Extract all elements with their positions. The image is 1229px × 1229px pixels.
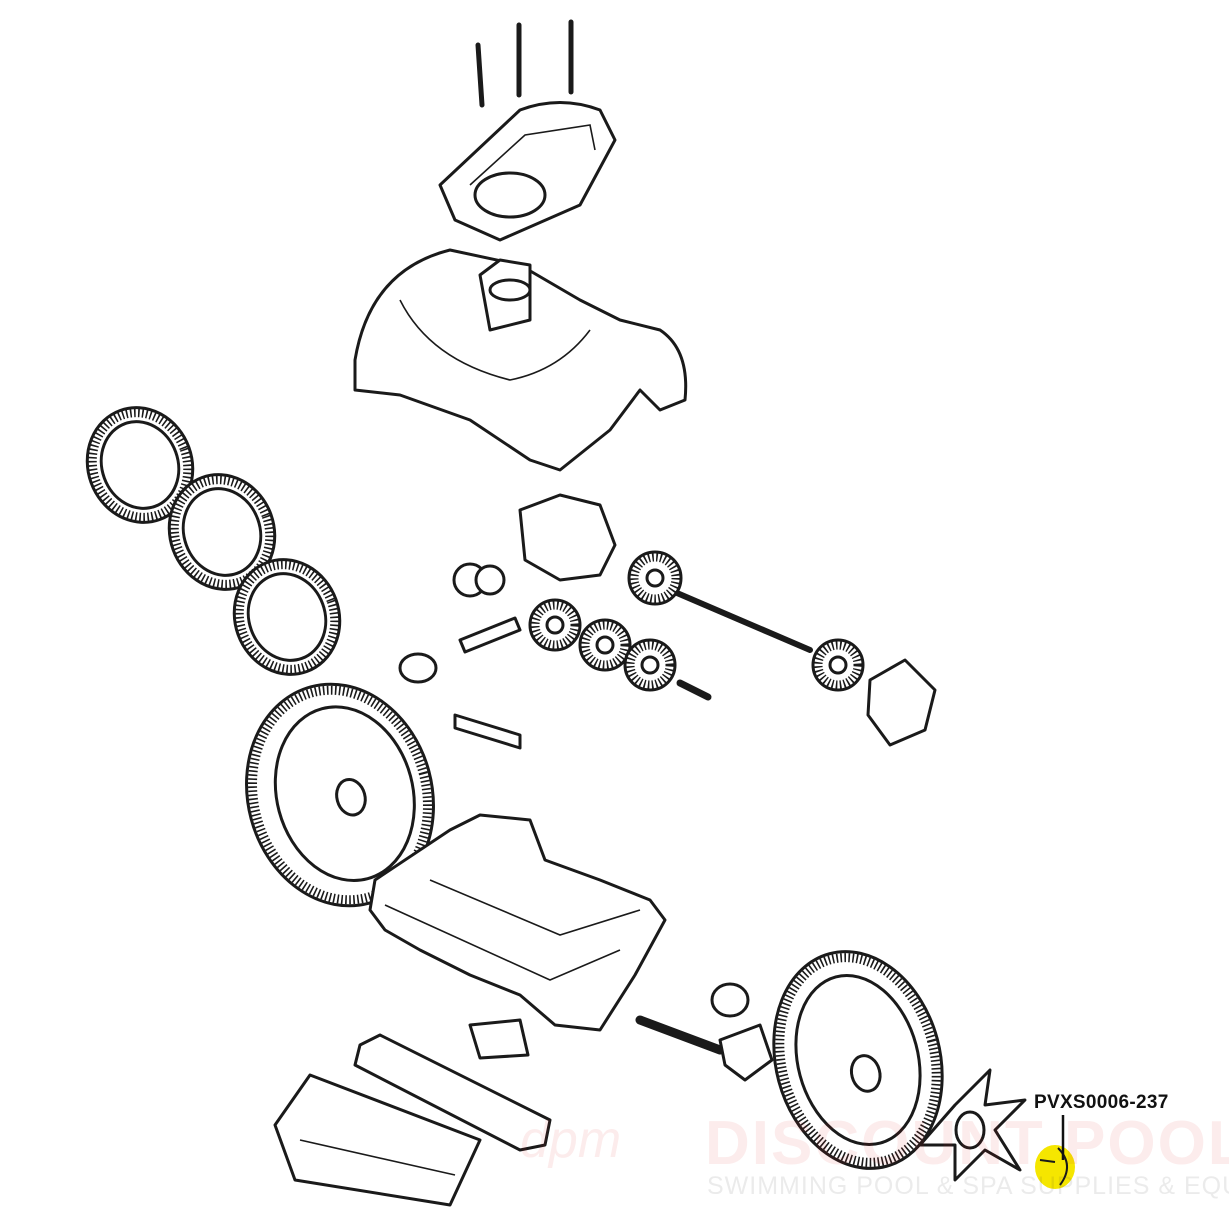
screws: [475, 19, 574, 108]
part-number-label: PVXS0006-237: [1034, 1092, 1169, 1113]
star-hub: [918, 1068, 1027, 1182]
right-wheel: [772, 950, 944, 1170]
left-wheel: [245, 682, 435, 908]
body-shell: [353, 248, 688, 472]
top-cap: [438, 101, 617, 242]
chassis: [368, 813, 667, 1032]
drive-parts: [468, 982, 774, 1082]
watermark-line2: SWIMMING POOL & SPA SUPPLIES & EQUIPMENT: [707, 1172, 1229, 1200]
tire-rings: [85, 406, 342, 676]
highlighted-part-pvxs0006-237[interactable]: [1035, 1115, 1075, 1189]
watermark-line1: DISCOUNT POOL MART: [705, 1109, 1229, 1178]
brushes: [273, 1033, 552, 1207]
watermark-logo: dpm: [520, 1111, 622, 1169]
gear-train: [398, 493, 937, 750]
